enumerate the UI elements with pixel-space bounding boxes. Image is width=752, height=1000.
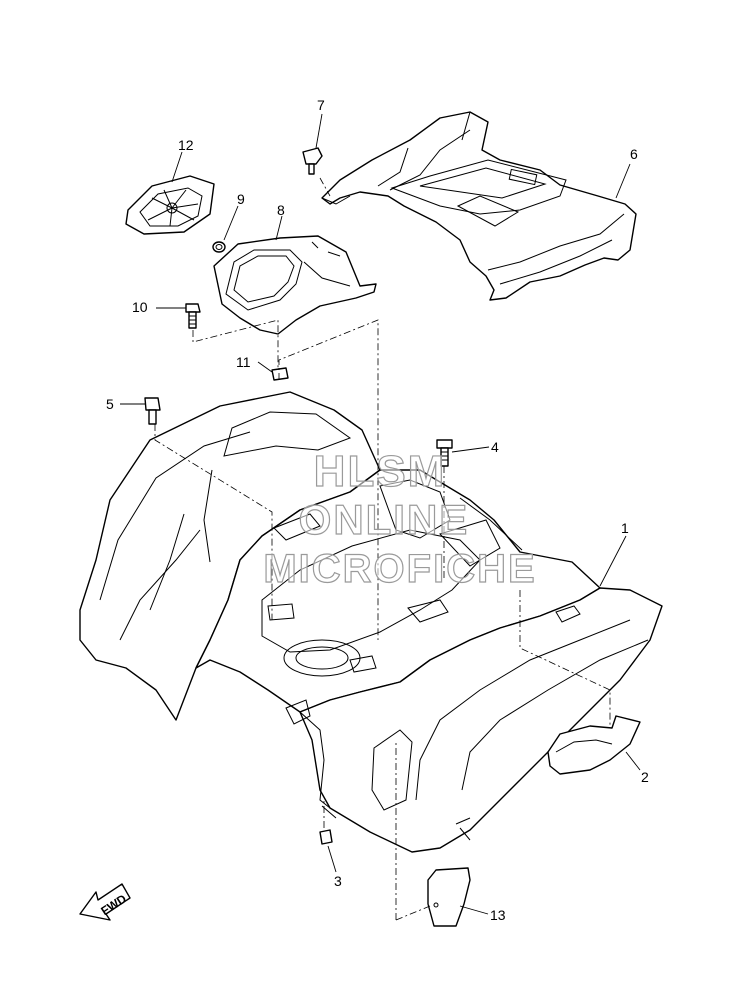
fwd-arrow-icon: FWD [79, 883, 131, 921]
callout-8: 8 [277, 202, 285, 218]
callout-3: 3 [334, 873, 342, 889]
part-5-bolt [144, 397, 161, 425]
callout-13: 13 [490, 907, 506, 923]
assembly-lines [154, 177, 611, 921]
callout-10: 10 [132, 299, 148, 315]
callout-2: 2 [641, 769, 649, 785]
part-12-duct-cover [125, 175, 215, 235]
callout-6: 6 [630, 146, 638, 162]
part-8-duct-panel [213, 235, 377, 335]
callout-4: 4 [491, 439, 499, 455]
watermark-line-1: HLSM [314, 447, 447, 496]
part-10-bolt [185, 303, 201, 329]
watermark-line-2: ONLINE [299, 496, 470, 543]
part-9-ring [212, 241, 226, 253]
part-6-front-panel [321, 111, 637, 301]
callout-11: 11 [236, 354, 251, 370]
part-4-bolt [436, 439, 453, 467]
callout-12: 12 [178, 137, 194, 153]
part-3-clip [319, 829, 333, 845]
callout-9: 9 [237, 191, 245, 207]
leader-lines [120, 113, 641, 915]
watermark-line-3: MICROFICHE [263, 547, 536, 591]
part-2-mud-flap [547, 715, 641, 775]
callout-7: 7 [317, 97, 325, 113]
callout-labels: 1 2 3 4 5 6 7 8 9 10 11 12 13 [106, 97, 649, 923]
callout-1: 1 [621, 520, 629, 536]
callout-5: 5 [106, 396, 114, 412]
watermark: HLSM ONLINE MICROFICHE [263, 446, 536, 591]
part-13-mud-flap [427, 867, 471, 927]
part-11-clip [271, 367, 289, 381]
part-7-rivet [302, 147, 323, 175]
part-1-rear-fender [79, 391, 663, 853]
